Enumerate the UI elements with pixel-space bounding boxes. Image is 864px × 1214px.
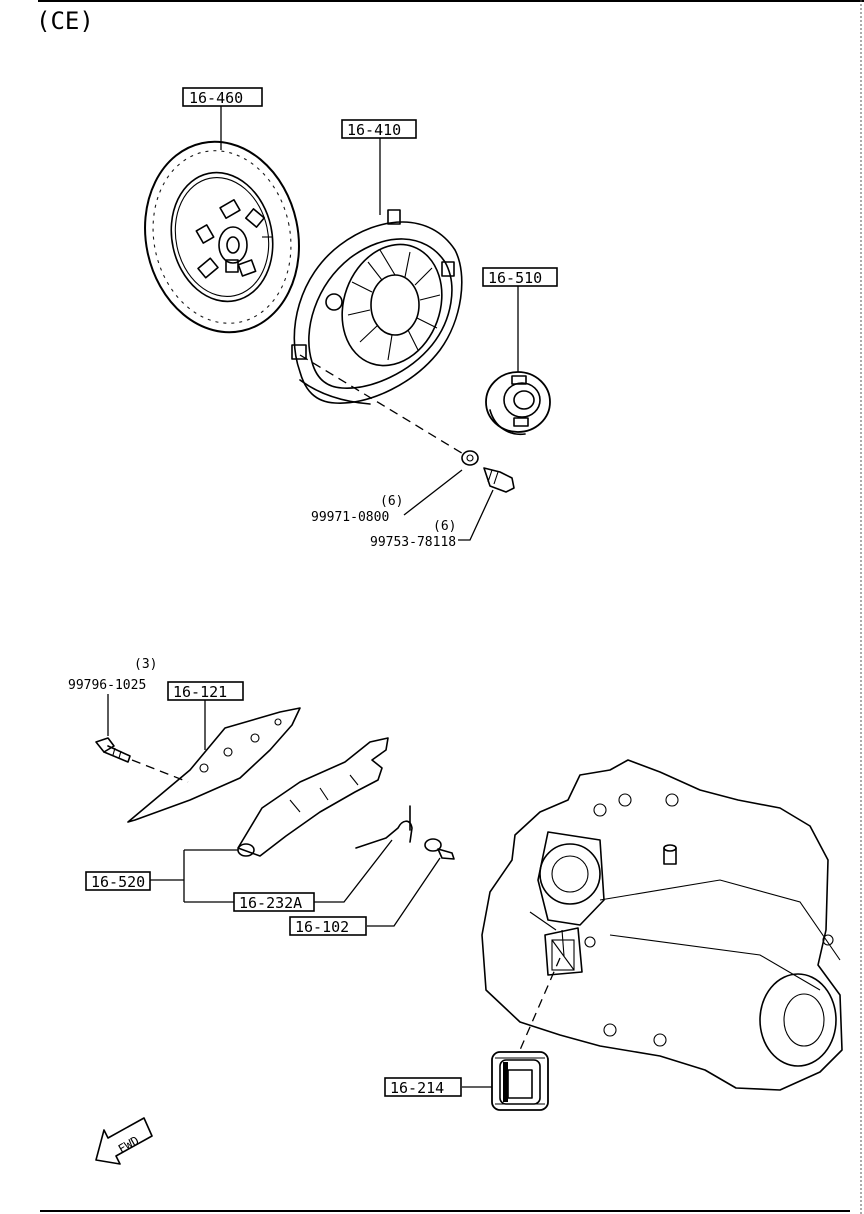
bolt-alignment-line [299, 354, 466, 456]
cover-bolt[interactable] [483, 467, 515, 493]
fwd-label: FWD [116, 1133, 142, 1156]
callout-shield[interactable]: 16-121 [167, 681, 244, 701]
retainer-spring[interactable] [355, 805, 413, 849]
svg-text:16-510: 16-510 [488, 269, 542, 287]
washer-qty: (6) [380, 494, 403, 509]
shield-bolt-alignment-line [131, 759, 189, 783]
svg-text:16-460: 16-460 [189, 89, 243, 107]
lock-washer[interactable] [461, 450, 479, 466]
washer-part-number[interactable]: 99971-0800 [311, 510, 389, 525]
forward-direction-arrow: FWD [95, 1117, 153, 1165]
model-code: (CE) [36, 7, 94, 35]
shield-bolt-qty: (3) [134, 657, 157, 672]
transaxle-case [481, 759, 843, 1091]
shield-bolt[interactable] [95, 737, 131, 763]
release-bearing[interactable] [485, 371, 551, 436]
callout-pivot[interactable]: 16-102 [289, 916, 367, 936]
pivot-leader [367, 857, 441, 927]
svg-text:16-410: 16-410 [347, 121, 401, 139]
callout-boot[interactable]: 16-214 [384, 1077, 462, 1097]
callout-fork[interactable]: 16-520 [85, 871, 151, 891]
fork-bracket [150, 849, 238, 903]
callout-bearing[interactable]: 16-510 [482, 267, 558, 287]
svg-text:16-121: 16-121 [173, 683, 227, 701]
cover-bolt-qty: (6) [433, 519, 456, 534]
boot-alignment-line [519, 957, 561, 1051]
washer-leader [403, 469, 463, 516]
clutch-disc[interactable] [128, 127, 317, 346]
release-fork[interactable] [237, 737, 389, 857]
dust-shield-plate[interactable] [127, 707, 301, 823]
cover-bolt-leader [458, 489, 494, 541]
svg-text:16-102: 16-102 [295, 918, 349, 936]
callout-spring[interactable]: 16-232A [233, 892, 315, 912]
callout-disc[interactable]: 16-460 [182, 87, 263, 107]
shield-bolt-part-number[interactable]: 99796-1025 [68, 678, 146, 693]
callout-cover[interactable]: 16-410 [341, 119, 417, 139]
pivot-ball-stud[interactable] [424, 838, 455, 860]
clutch-cover[interactable] [291, 209, 463, 405]
svg-text:16-214: 16-214 [390, 1079, 444, 1097]
release-fork-boot[interactable] [491, 1051, 549, 1111]
cover-bolt-part-number[interactable]: 99753-78118 [370, 535, 456, 550]
spring-leader [314, 839, 393, 903]
svg-text:16-232A: 16-232A [239, 894, 302, 912]
svg-text:16-520: 16-520 [91, 873, 145, 891]
